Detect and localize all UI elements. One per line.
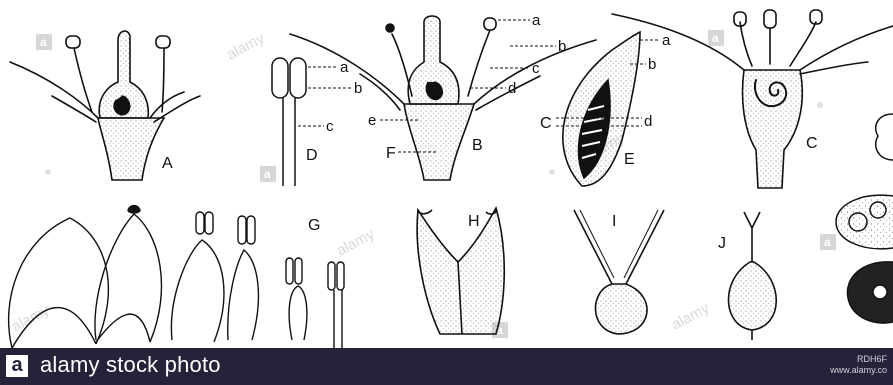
panel-label-I: I <box>612 213 616 230</box>
callout-B-a: a <box>532 12 541 29</box>
stamen-series-G <box>9 206 344 349</box>
callout-B-d: d <box>508 80 516 97</box>
callout-D-a: a <box>340 59 349 76</box>
panel-label-C: C <box>806 135 818 152</box>
watermark-text: alamy <box>334 226 378 260</box>
pistil-I <box>574 210 664 334</box>
pistil-J <box>728 212 776 340</box>
watermark-text: alamy <box>669 300 713 334</box>
panel-label-H: H <box>468 213 480 230</box>
panel-label-F: F <box>386 145 396 162</box>
botanical-illustration: a a a a a alamy alamy alamy alamy alamy <box>0 0 893 348</box>
stock-photo-banner: a alamy stock photo RDH6F www.alamy.co <box>0 348 893 385</box>
watermark-badge: a <box>820 234 836 250</box>
brand-text: alamy stock photo <box>40 352 221 378</box>
svg-text:a: a <box>264 167 271 181</box>
callout-D-b: b <box>354 80 362 97</box>
flower-section-B <box>290 16 596 180</box>
callout-D-c: c <box>326 118 334 135</box>
callout-E-C: C <box>540 115 552 132</box>
panel-label-G: G <box>308 217 320 234</box>
callout-B-b: b <box>558 38 566 55</box>
flower-section-C <box>612 10 893 188</box>
panel-label-D: D <box>306 147 318 164</box>
panel-label-J: J <box>718 235 726 252</box>
site-url[interactable]: www.alamy.co <box>830 365 887 376</box>
watermark-badge: a <box>260 166 276 182</box>
callout-B-c: c <box>532 60 540 77</box>
svg-text:a: a <box>824 235 831 249</box>
watermark-badge: a <box>708 30 724 46</box>
panel-label-E: E <box>624 151 635 168</box>
watermark-badge: a <box>36 34 52 50</box>
callout-E-d: d <box>644 113 652 130</box>
calyx-tube-H <box>417 208 504 334</box>
image-reference: RDH6F www.alamy.co <box>830 354 887 376</box>
cross-section-partials <box>836 114 893 323</box>
alamy-logo-icon: a <box>6 355 28 377</box>
svg-text:a: a <box>40 35 47 49</box>
panel-label-A: A <box>162 155 173 172</box>
panel-label-B: B <box>472 137 483 154</box>
watermark-text: alamy <box>224 30 268 64</box>
callout-E-a: a <box>662 32 671 49</box>
watermark-text: alamy <box>9 302 53 336</box>
stamen-detail-D <box>272 58 306 186</box>
flower-B-callouts <box>380 20 556 152</box>
callout-B-e: e <box>368 112 376 129</box>
callout-E-b: b <box>648 56 656 73</box>
svg-text:a: a <box>712 31 719 45</box>
image-id: RDH6F <box>830 354 887 365</box>
